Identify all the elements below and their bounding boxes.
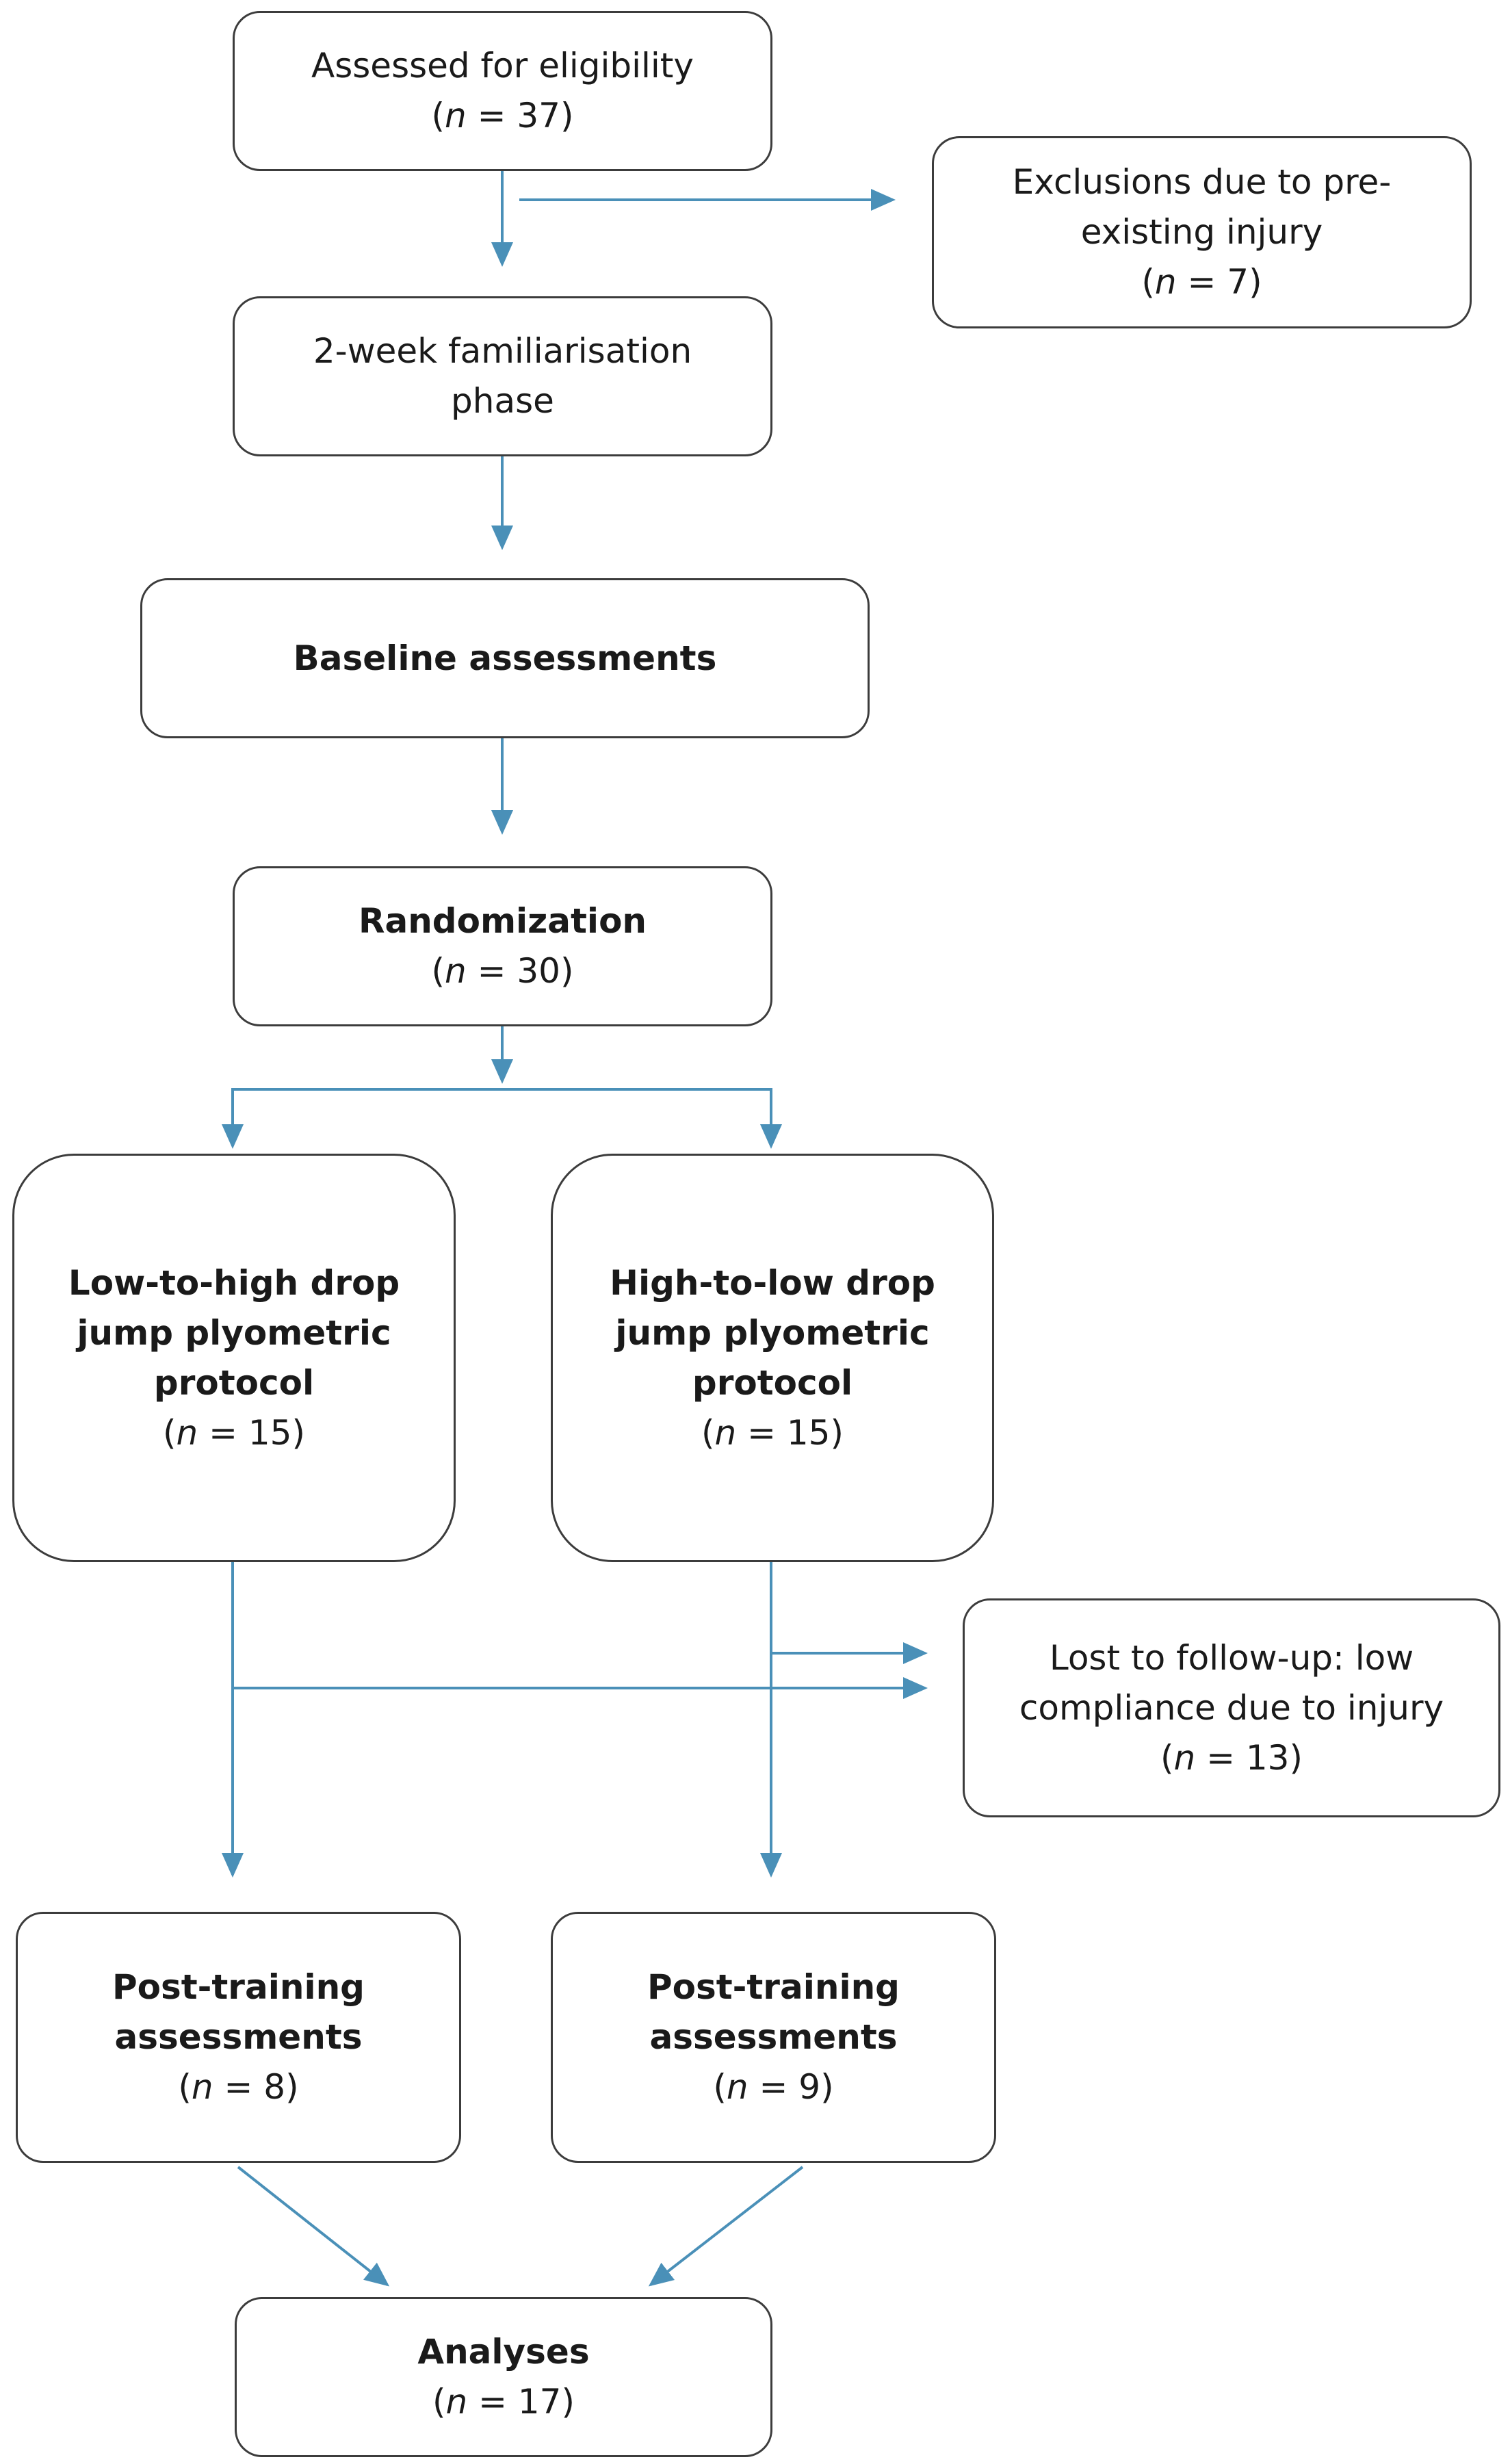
familiarisation-box: 2-week familiarisation phase <box>233 296 772 456</box>
post-right-title-1: Post-training <box>647 1967 900 2007</box>
randomization-count: (n = 30) <box>431 951 574 991</box>
arrow-post-right-to-analyses <box>648 2166 804 2287</box>
post-right-count: (n = 9) <box>713 2067 834 2107</box>
eligibility-count: (n = 37) <box>431 96 574 135</box>
eligibility-title: Assessed for eligibility <box>311 46 694 86</box>
low-to-high-box: Low-to-high drop jump plyometric protoco… <box>12 1154 456 1562</box>
post-training-right-box: Post-training assessments (n = 9) <box>551 1912 996 2163</box>
analyses-count: (n = 17) <box>432 2382 575 2422</box>
exclusions-count: (n = 7) <box>1141 262 1262 302</box>
low-to-high-title-1: Low-to-high drop <box>68 1262 400 1303</box>
familiarisation-title-1: 2-week familiarisation <box>313 331 692 371</box>
baseline-box: Baseline assessments <box>140 578 870 738</box>
familiarisation-title-2: phase <box>451 381 554 421</box>
lost-title-2: compliance due to injury <box>1019 1687 1444 1728</box>
post-training-left-box: Post-training assessments (n = 8) <box>16 1912 461 2163</box>
lost-to-follow-up-box: Lost to follow-up: low compliance due to… <box>963 1598 1500 1817</box>
post-right-title-2: assessments <box>649 2017 898 2057</box>
low-to-high-title-3: protocol <box>153 1362 315 1403</box>
high-to-low-title-3: protocol <box>692 1362 853 1403</box>
randomization-box: Randomization (n = 30) <box>233 866 772 1026</box>
split-line-right <box>502 1088 782 1149</box>
analyses-title: Analyses <box>417 2332 590 2372</box>
analyses-box: Analyses (n = 17) <box>235 2297 772 2457</box>
low-to-high-count: (n = 15) <box>162 1412 306 1453</box>
lost-count: (n = 13) <box>1160 1737 1303 1778</box>
exclusions-title-2: existing injury <box>1080 212 1323 252</box>
post-left-count: (n = 8) <box>178 2067 299 2107</box>
exclusions-box: Exclusions due to pre- existing injury (… <box>932 136 1472 328</box>
exclusions-title-1: Exclusions due to pre- <box>1012 162 1392 202</box>
randomization-title: Randomization <box>358 901 647 941</box>
low-to-high-title-2: jump plyometric <box>77 1312 391 1353</box>
eligibility-box: Assessed for eligibility (n = 37) <box>233 11 772 171</box>
high-to-low-title-1: High-to-low drop <box>610 1262 935 1303</box>
high-to-low-title-2: jump plyometric <box>615 1312 930 1353</box>
baseline-title: Baseline assessments <box>293 638 717 678</box>
high-to-low-count: (n = 15) <box>701 1412 844 1453</box>
arrow-post-left-to-analyses <box>237 2166 390 2287</box>
lost-title-1: Lost to follow-up: low <box>1049 1637 1414 1678</box>
post-left-title-2: assessments <box>114 2017 363 2057</box>
split-line-left <box>222 1088 502 1149</box>
post-left-title-1: Post-training <box>112 1967 365 2007</box>
high-to-low-box: High-to-low drop jump plyometric protoco… <box>551 1154 994 1562</box>
